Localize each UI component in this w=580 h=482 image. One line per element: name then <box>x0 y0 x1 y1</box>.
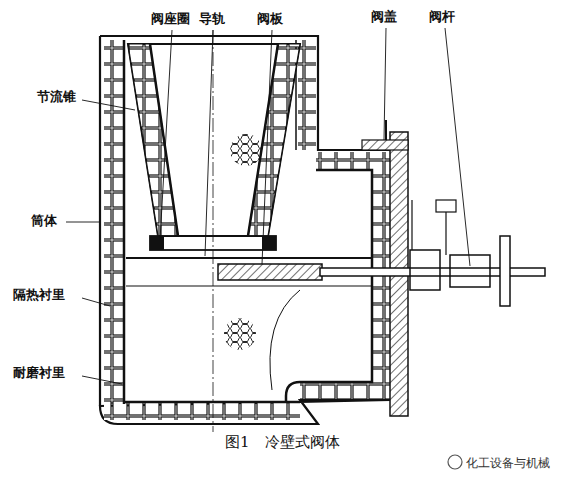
part-label: 节流锥 <box>36 90 77 104</box>
part-label: 阀杆 <box>428 10 456 24</box>
figure-caption: 图1 冷壁式阀体 <box>225 433 340 452</box>
part-label: 隔热衬里 <box>12 288 66 302</box>
part-label: 筒体 <box>30 214 58 228</box>
part-label: 耐磨衬里 <box>12 366 66 380</box>
watermark: 化工设备与机械 <box>466 455 550 472</box>
part-label: 阀座圈 <box>150 12 191 26</box>
part-label: 阀盖 <box>370 10 398 24</box>
part-label: 导轨 <box>198 12 226 26</box>
part-label: 阀板 <box>256 12 284 26</box>
